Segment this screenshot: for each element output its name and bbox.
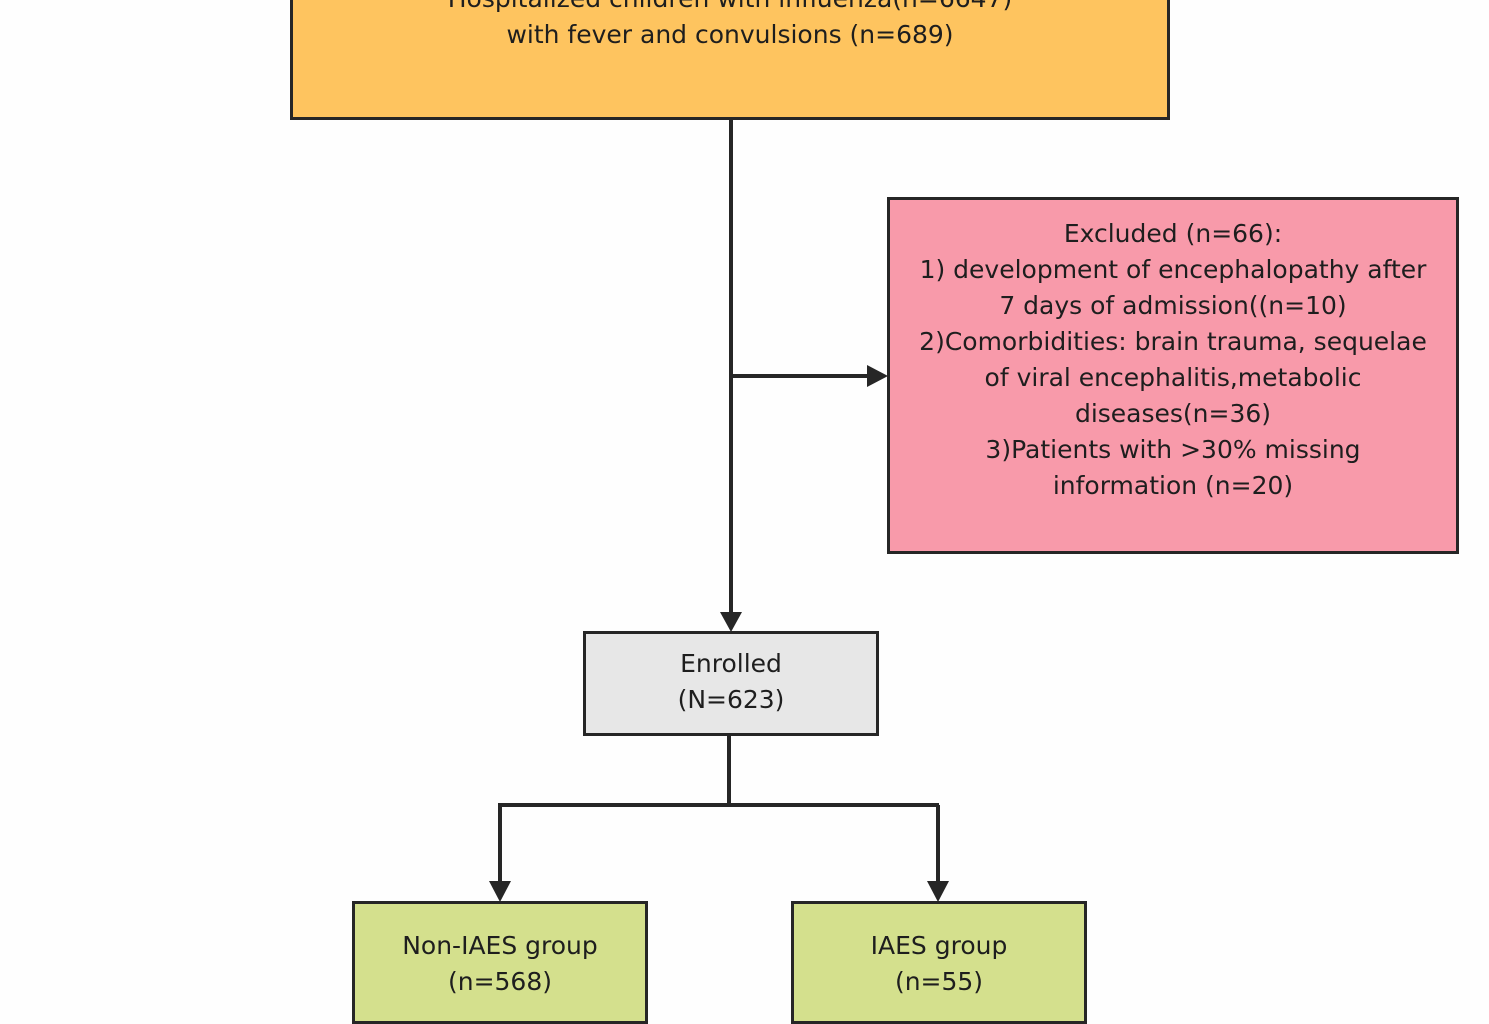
excluded-item-1: 1) development of encephalopathy after 7… bbox=[919, 255, 1427, 320]
exclusion-arrowhead bbox=[867, 365, 888, 387]
left-drop-arrowhead bbox=[489, 881, 511, 902]
non-iaes-label: Non-IAES group bbox=[402, 931, 598, 960]
iaes-label: IAES group bbox=[870, 931, 1008, 960]
hospitalized-children-box: Hospitalized children with influenza(n=6… bbox=[290, 0, 1170, 120]
enrolled-label: Enrolled bbox=[680, 648, 782, 678]
excluded-item-3: 3)Patients with >30% missing information… bbox=[985, 435, 1361, 500]
enrolled-count: (N=623) bbox=[677, 684, 785, 714]
fever-convulsions-text: with fever and convulsions (n=689) bbox=[506, 20, 954, 49]
hospitalized-children-text: Hospitalized children with influenza(n=6… bbox=[448, 0, 1012, 17]
iaes-group-box: IAES group (n=55) bbox=[791, 901, 1087, 1024]
iaes-count: (n=55) bbox=[894, 967, 984, 996]
enrolled-box: Enrolled (N=623) bbox=[583, 631, 879, 736]
trunk-arrowhead bbox=[720, 612, 742, 632]
excluded-title: Excluded (n=66): bbox=[1063, 219, 1283, 248]
non-iaes-group-box: Non-IAES group (n=568) bbox=[352, 901, 648, 1024]
non-iaes-count: (n=568) bbox=[447, 967, 553, 996]
right-drop-arrowhead bbox=[927, 881, 949, 902]
excluded-box: Excluded (n=66): 1) development of encep… bbox=[887, 197, 1459, 554]
excluded-item-2: 2)Comorbidities: brain trauma, sequelae … bbox=[919, 327, 1427, 428]
